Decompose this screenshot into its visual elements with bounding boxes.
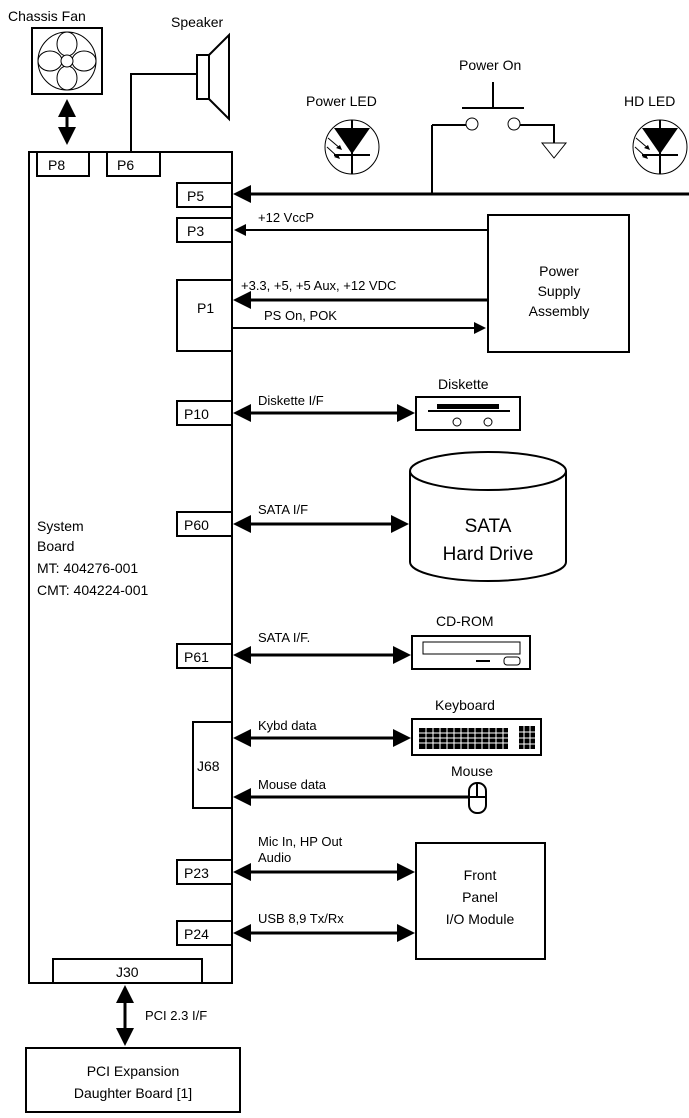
led-icon [324, 119, 380, 175]
speaker-icon [196, 32, 230, 122]
connector-p3-label: P3 [187, 223, 204, 239]
cdrom-drive-icon [411, 635, 531, 670]
pci-board-label-1: PCI Expansion [87, 1063, 180, 1079]
power-led-label: Power LED [306, 93, 377, 109]
sata-hd-label-2: Hard Drive [443, 544, 534, 565]
connector-j68 [192, 721, 233, 809]
speaker-wire [130, 73, 197, 152]
vccp-label: +12 VccP [258, 210, 314, 225]
connector-p8-label: P8 [48, 157, 65, 173]
pci-label: PCI 2.3 I/F [145, 1008, 207, 1023]
led-icon [632, 119, 688, 175]
keyboard-icon [411, 718, 542, 756]
sata-if-cd-label: SATA I/F. [258, 630, 310, 645]
connector-p60-label: P60 [184, 517, 209, 533]
connector-p61-label: P61 [184, 649, 209, 665]
mic-hp-label: Mic In, HP Out [258, 834, 343, 849]
connector-p1 [176, 279, 233, 352]
power-supply-label-2: Supply [538, 283, 581, 299]
system-board-label-2: Board [37, 538, 74, 554]
audio-label: Audio [258, 850, 291, 865]
connector-p23 [176, 859, 233, 885]
power-supply-label-3: Assembly [529, 303, 590, 319]
diskette-if-label: Diskette I/F [258, 393, 324, 408]
connector-p60 [176, 511, 233, 537]
hard-drive-icon [409, 451, 567, 582]
mouse-data-label: Mouse data [258, 777, 327, 792]
pci-board-box [25, 1047, 241, 1113]
speaker-label: Speaker [171, 14, 223, 30]
connector-p3 [176, 217, 233, 243]
mouse-icon [468, 782, 487, 814]
connector-j30-label: J30 [116, 964, 139, 980]
system-board-mt: MT: 404276-001 [37, 560, 138, 576]
sata-if-label: SATA I/F [258, 502, 308, 517]
usb-label: USB 8,9 Tx/Rx [258, 911, 344, 926]
connector-p24-label: P24 [184, 926, 209, 942]
hd-led-label: HD LED [624, 93, 675, 109]
front-panel-label-3: I/O Module [446, 911, 515, 927]
fan-icon [31, 27, 103, 95]
diskette-drive-icon [415, 396, 521, 431]
switch-wire-right [520, 124, 555, 143]
connector-p10-label: P10 [184, 406, 209, 422]
connector-p1-label: P1 [197, 300, 214, 316]
ground-icon [540, 142, 568, 159]
connector-p8 [36, 151, 90, 177]
kybd-data-label: Kybd data [258, 718, 317, 733]
system-board-cmt: CMT: 404224-001 [37, 582, 149, 598]
diskette-label: Diskette [438, 376, 489, 392]
front-panel-label-1: Front [464, 867, 497, 883]
power-on-label: Power On [459, 57, 521, 73]
pci-board-label-2: Daughter Board [1] [74, 1085, 192, 1101]
sata-hd-label-1: SATA [465, 516, 512, 537]
ps-on-label: PS On, POK [264, 308, 337, 323]
front-panel-label-2: Panel [462, 889, 498, 905]
connector-p5 [176, 182, 233, 208]
keyboard-label: Keyboard [435, 697, 495, 713]
mouse-label: Mouse [451, 763, 493, 779]
power-supply-box [487, 214, 630, 353]
chassis-fan-label: Chassis Fan [8, 8, 86, 24]
connector-p5-label: P5 [187, 188, 204, 204]
connector-p6 [106, 151, 161, 177]
connector-j30 [52, 958, 203, 984]
connector-p24 [176, 920, 233, 946]
connector-p61 [176, 643, 233, 669]
power-supply-label-1: Power [539, 263, 579, 279]
supply-rails-label: +3.3, +5, +5 Aux, +12 VDC [241, 278, 396, 293]
connector-j68-label: J68 [197, 758, 220, 774]
connector-p23-label: P23 [184, 865, 209, 881]
cdrom-label: CD-ROM [436, 613, 494, 629]
connector-p6-label: P6 [117, 157, 134, 173]
switch-icon [462, 82, 524, 131]
system-board-label-1: System [37, 518, 84, 534]
front-panel-box [415, 842, 546, 960]
connector-p10 [176, 400, 233, 426]
